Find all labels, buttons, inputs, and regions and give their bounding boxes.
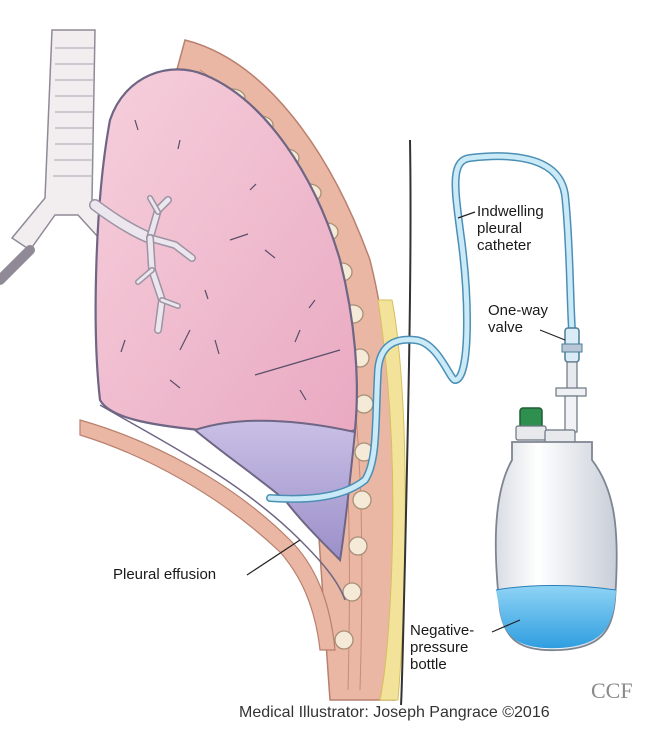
label-one-way-valve: One-way valve [488,302,548,336]
ccf-watermark: CCF [591,678,633,703]
label-line: Indwelling [477,203,544,220]
catheter-tube-inner [267,153,575,502]
pleural-effusion [192,419,357,563]
lung-texture [120,119,341,401]
label-line: catheter [477,237,532,254]
bronchial-tree [89,195,196,334]
label-negative-pressure-bottle: Negative- pressure bottle [410,622,474,673]
illustrator-credit: Medical Illustrator: Joseph Pangrace ©20… [239,704,550,721]
label-line: pleural [477,220,523,237]
label-line: bottle [410,656,447,673]
label-line: One-way [488,302,549,319]
diaphragm [79,419,336,651]
pleural-space [99,404,346,601]
label-line: valve [488,319,524,336]
leader-lines [246,211,566,633]
label-line: Negative- [410,622,475,639]
label-line: pressure [410,639,469,656]
lung [94,68,358,439]
bottle-fluid [496,585,616,649]
subcutaneous-fat [377,299,406,701]
skin-line [400,139,412,706]
label-pleural-effusion: Pleural effusion [113,566,217,583]
one-way-valve [555,327,587,433]
negative-pressure-bottle [494,407,618,652]
trachea [0,29,127,285]
label-indwelling-pleural-catheter: Indwelling pleural catheter [477,203,544,254]
